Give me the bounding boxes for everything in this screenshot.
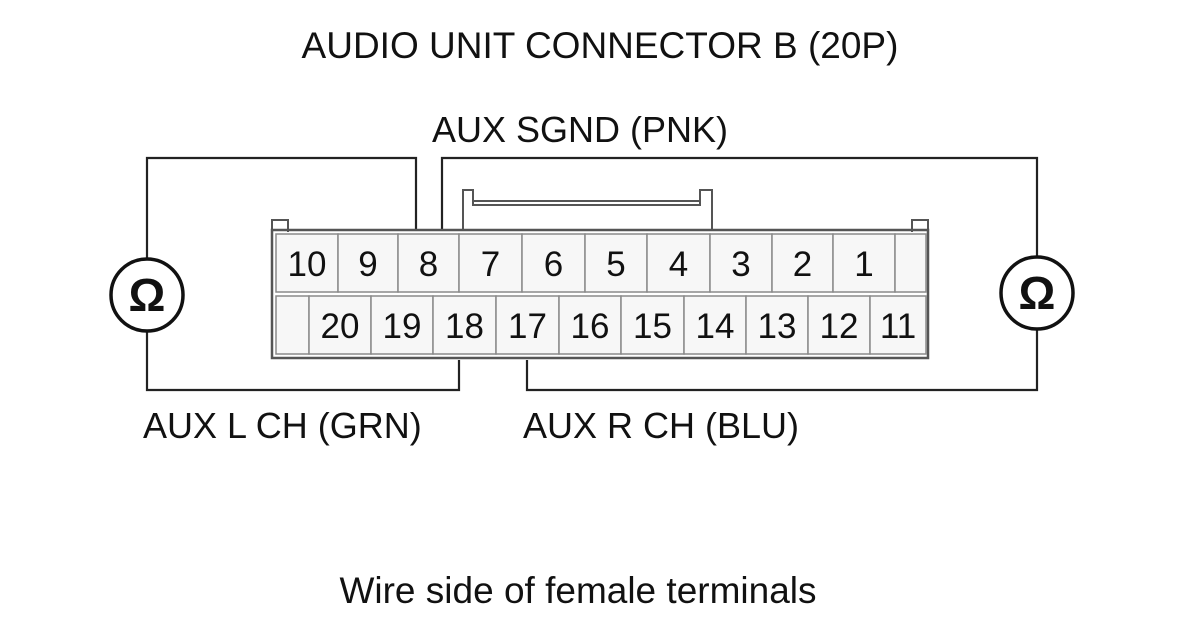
pin-number-5: 5 <box>606 245 625 284</box>
pin-cell <box>869 295 927 355</box>
pin-cell <box>495 295 560 355</box>
ohmmeter-right: Ω <box>999 255 1075 331</box>
pin-number-7: 7 <box>481 245 500 284</box>
connector-top-row: 10 9 8 7 6 5 4 3 2 1 <box>275 233 927 293</box>
ohmmeter-left: Ω <box>109 257 185 333</box>
connector-body <box>270 189 930 360</box>
connector-bottom-row: 20 19 18 17 16 15 14 13 12 11 <box>275 295 927 355</box>
diagram-title: AUDIO UNIT CONNECTOR B (20P) <box>302 25 899 66</box>
pin-cell <box>620 295 685 355</box>
pin-number-10: 10 <box>288 245 327 284</box>
ohm-icon: Ω <box>129 269 166 321</box>
pin-number-14: 14 <box>696 307 735 346</box>
pin-cell <box>370 295 434 355</box>
pin-number-20: 20 <box>321 307 360 346</box>
pin-cell <box>275 295 310 355</box>
pin-number-2: 2 <box>793 245 812 284</box>
pin-cell <box>397 233 460 293</box>
pin-number-15: 15 <box>633 307 672 346</box>
pin-cell <box>584 233 648 293</box>
pin-cell <box>894 233 927 293</box>
pin-cell <box>771 233 834 293</box>
pin-number-11: 11 <box>880 307 916 346</box>
pin-number-12: 12 <box>820 307 859 346</box>
pin-cell <box>683 295 747 355</box>
ohm-icon: Ω <box>1019 267 1056 319</box>
pin-cell <box>275 233 339 293</box>
diagram-caption: Wire side of female terminals <box>339 570 816 611</box>
pin-number-19: 19 <box>383 307 422 346</box>
pin-cell <box>558 295 622 355</box>
pin-cell <box>521 233 586 293</box>
pin-cell <box>745 295 809 355</box>
pin-number-16: 16 <box>571 307 610 346</box>
label-aux-r-ch: AUX R CH (BLU) <box>523 405 799 446</box>
pin-number-13: 13 <box>758 307 797 346</box>
label-aux-l-ch: AUX L CH (GRN) <box>143 405 422 446</box>
pin-number-6: 6 <box>544 245 563 284</box>
pin-cell <box>458 233 523 293</box>
pin-number-1: 1 <box>854 245 873 284</box>
pin-cell <box>646 233 711 293</box>
pin-cell <box>832 233 896 293</box>
pin-number-4: 4 <box>669 245 688 284</box>
pin-cell <box>709 233 773 293</box>
pin-number-9: 9 <box>358 245 377 284</box>
label-aux-sgnd: AUX SGND (PNK) <box>432 109 728 150</box>
pin-number-8: 8 <box>419 245 438 284</box>
pin-cell <box>337 233 399 293</box>
pin-number-18: 18 <box>445 307 484 346</box>
pin-number-17: 17 <box>508 307 547 346</box>
pin-number-3: 3 <box>731 245 750 284</box>
